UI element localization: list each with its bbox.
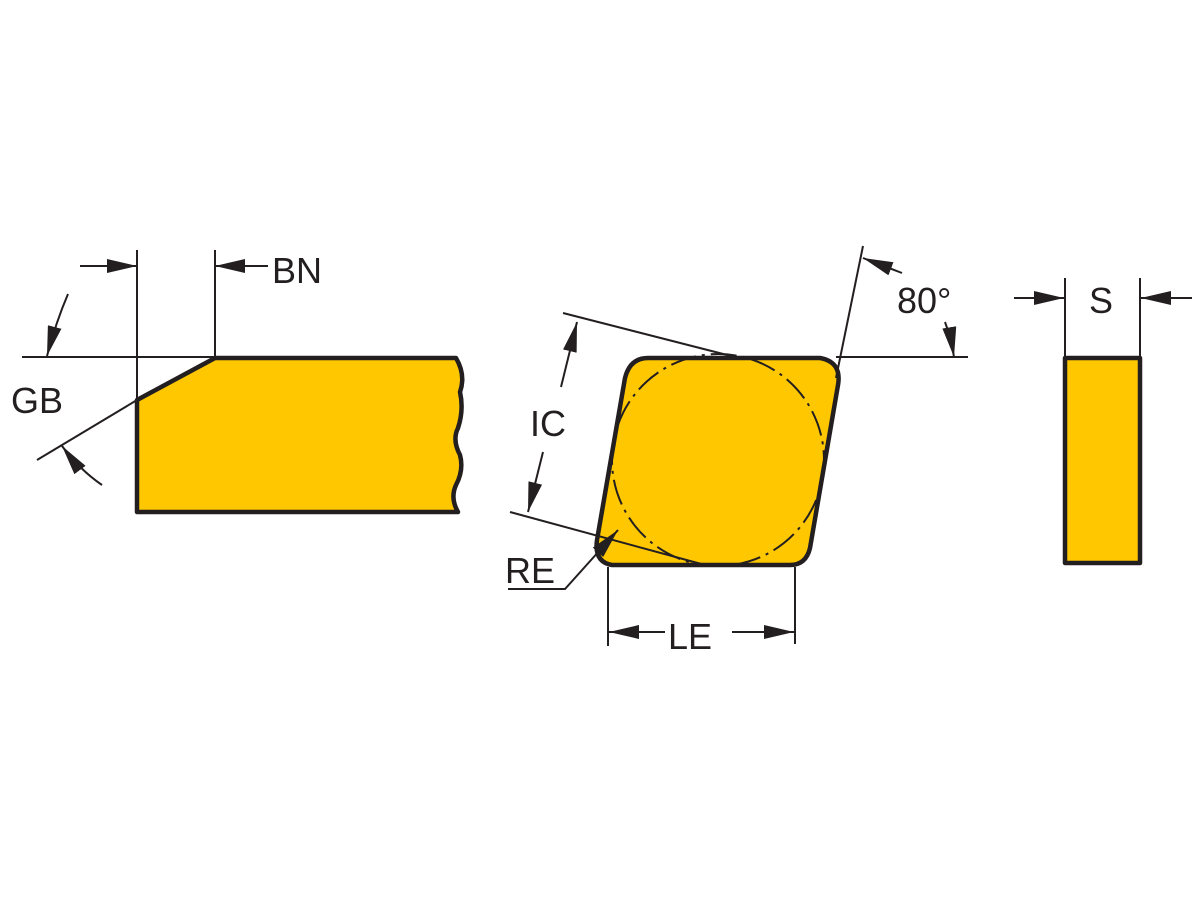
re-leader (508, 529, 619, 590)
insert-thickness-profile (1062, 355, 1143, 566)
re-label: RE (505, 550, 555, 591)
inscribed-circle (611, 353, 825, 567)
s-label: S (1089, 280, 1113, 321)
bn-label: BN (272, 250, 322, 291)
ic-arrow-top (560, 321, 578, 388)
ic-arrow-bottom (527, 451, 544, 513)
angle-arrow-bottom (942, 321, 957, 358)
gb-arrow-bottom (61, 445, 103, 486)
angle-label: 80° (897, 280, 951, 321)
angle-extension-line (835, 245, 864, 379)
le-label: LE (668, 616, 712, 657)
ic-tangent-line-top (562, 312, 736, 358)
chamfer-extension-line (36, 399, 138, 461)
insert-top-profile (594, 355, 841, 568)
side-view: BN GB (11, 250, 465, 515)
angle-arrow-top (862, 257, 903, 276)
gb-arrow-top (46, 293, 69, 357)
gb-label: GB (11, 380, 63, 421)
thickness-view: S (1014, 278, 1192, 566)
top-view: IC 80° RE LE (505, 245, 968, 657)
ic-label: IC (530, 403, 566, 444)
insert-side-profile (134, 355, 465, 515)
